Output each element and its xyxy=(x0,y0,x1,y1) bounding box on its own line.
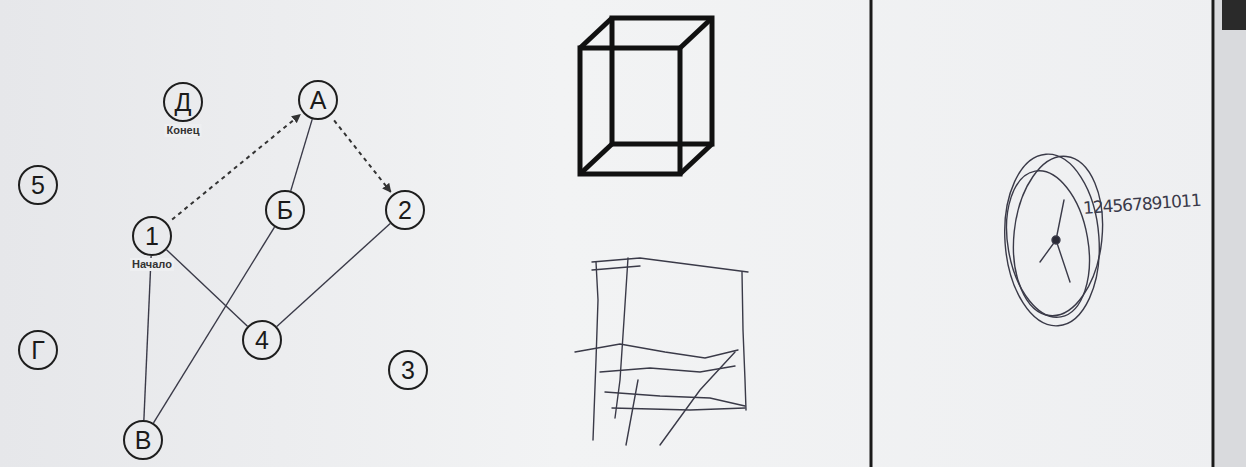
circle-caption: Конец xyxy=(165,124,202,137)
circle-caption: Начало xyxy=(130,258,174,271)
circle-label: Г xyxy=(31,338,45,363)
panel-divider xyxy=(870,0,873,467)
drawn-trail-line xyxy=(144,256,151,420)
trail-circle: 1Начало xyxy=(132,216,172,256)
drawn-trail-line xyxy=(167,250,248,327)
drawn-trail-line xyxy=(277,223,390,326)
circle-label: 2 xyxy=(398,198,412,223)
trail-circle: 5 xyxy=(18,165,58,205)
circle-label: В xyxy=(135,428,152,453)
circle-label: 1 xyxy=(145,224,159,249)
drawn-trail-line xyxy=(291,119,313,191)
panel-divider xyxy=(1212,0,1215,467)
circle-label: А xyxy=(310,88,327,113)
cube-figure xyxy=(580,18,712,174)
circle-label: Д xyxy=(175,90,192,115)
trail-circle: 3 xyxy=(388,350,428,390)
circle-label: 4 xyxy=(255,328,269,353)
trail-circle: В xyxy=(123,420,163,460)
circle-label: Б xyxy=(277,198,293,223)
trail-circle: А xyxy=(298,80,338,120)
cube-copy-drawing xyxy=(575,258,748,445)
trail-circle: 2 xyxy=(385,190,425,230)
clock-drawing xyxy=(996,151,1110,329)
circle-label: 3 xyxy=(401,358,415,383)
trail-circle: ДКонец xyxy=(163,82,203,122)
sheet-corner xyxy=(1222,0,1246,30)
trail-circle: Б xyxy=(265,190,305,230)
circle-label: 5 xyxy=(31,173,45,198)
sheet-edge xyxy=(1215,0,1246,467)
trail-circle: Г xyxy=(18,330,58,370)
trail-circle: 4 xyxy=(242,320,282,360)
handwritten-numbers: 124567891011 xyxy=(1082,190,1201,218)
example-arrow xyxy=(334,120,391,192)
drawn-trail-line xyxy=(154,227,275,423)
